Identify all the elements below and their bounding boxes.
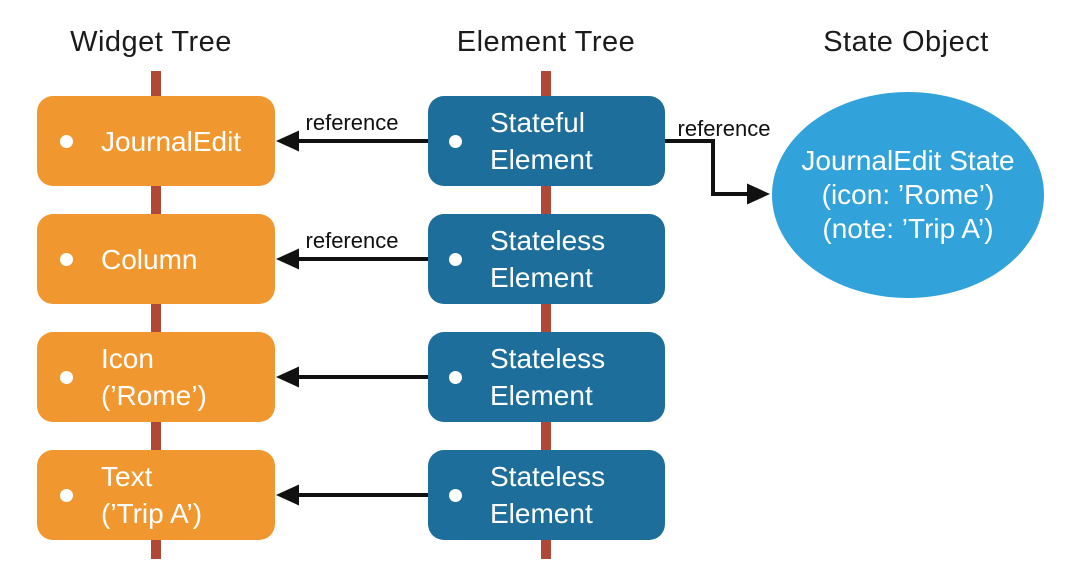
reference-label-1: reference (305, 110, 399, 135)
reference-arrow-stateful-to-state-object (665, 139, 770, 205)
bullet-icon (60, 488, 73, 502)
element-tree-trunk (541, 71, 551, 559)
node-label-line1: Text (101, 461, 153, 492)
node-label-line1: Stateless (490, 225, 606, 256)
bullet-icon (60, 252, 73, 266)
node-label-line2: Element (490, 498, 593, 529)
node-label-line1: Column (101, 243, 198, 275)
element-node-stateless-1: Stateless Element (428, 214, 665, 304)
node-label-line1: JournalEdit (101, 125, 242, 157)
node-label: Stateless Element (490, 458, 605, 532)
heading-widget-tree: Widget Tree (70, 26, 232, 58)
bullet-icon (449, 488, 462, 502)
node-label-line2: (’Rome’) (101, 380, 207, 411)
node-label-line1: Stateless (490, 343, 606, 374)
node-label-line2: Element (490, 144, 593, 175)
widget-node-icon-rome: Icon (’Rome’) (37, 332, 275, 422)
node-label: Stateless Element (490, 340, 605, 414)
node-label-line1: Stateless (490, 461, 606, 492)
reference-label-state: reference (677, 116, 771, 141)
bullet-icon (449, 370, 462, 384)
element-node-stateless-2: Stateless Element (428, 332, 665, 422)
widget-node-journaledit: JournalEdit (37, 96, 275, 186)
node-label-line1: Icon (101, 343, 154, 374)
node-label-line1: Stateful (490, 107, 585, 138)
node-label-line2: Element (490, 262, 593, 293)
node-label: Icon (’Rome’) (101, 340, 207, 414)
widget-tree-trunk (151, 71, 161, 559)
node-label: JournalEdit (101, 123, 241, 160)
bullet-icon (60, 370, 73, 384)
heading-state-object: State Object (823, 26, 989, 58)
reference-arrow-stateless1-to-column (276, 248, 428, 270)
state-line-2: (icon: ’Rome’) (821, 179, 995, 210)
reference-arrow-stateful-to-journaledit (276, 130, 428, 152)
bullet-icon (449, 134, 462, 148)
heading-element-tree: Element Tree (456, 26, 636, 58)
state-object-ellipse: JournalEdit State (icon: ’Rome’) (note: … (772, 92, 1044, 298)
arrow-stateless3-to-text (276, 484, 428, 506)
widget-node-text-trip-a: Text (’Trip A’) (37, 450, 275, 540)
bullet-icon (60, 134, 73, 148)
bullet-icon (449, 252, 462, 266)
element-node-stateless-3: Stateless Element (428, 450, 665, 540)
element-node-stateful: Stateful Element (428, 96, 665, 186)
state-line-1: JournalEdit State (801, 145, 1015, 176)
node-label: Column (101, 241, 197, 278)
state-line-3: (note: ’Trip A’) (822, 213, 994, 244)
node-label: Stateless Element (490, 222, 605, 296)
node-label-line2: (’Trip A’) (101, 498, 203, 529)
widget-node-column: Column (37, 214, 275, 304)
node-label-line2: Element (490, 380, 593, 411)
arrow-stateless2-to-icon (276, 366, 428, 388)
node-label: Text (’Trip A’) (101, 458, 202, 532)
reference-label-2: reference (305, 228, 399, 253)
node-label: Stateful Element (490, 104, 593, 178)
